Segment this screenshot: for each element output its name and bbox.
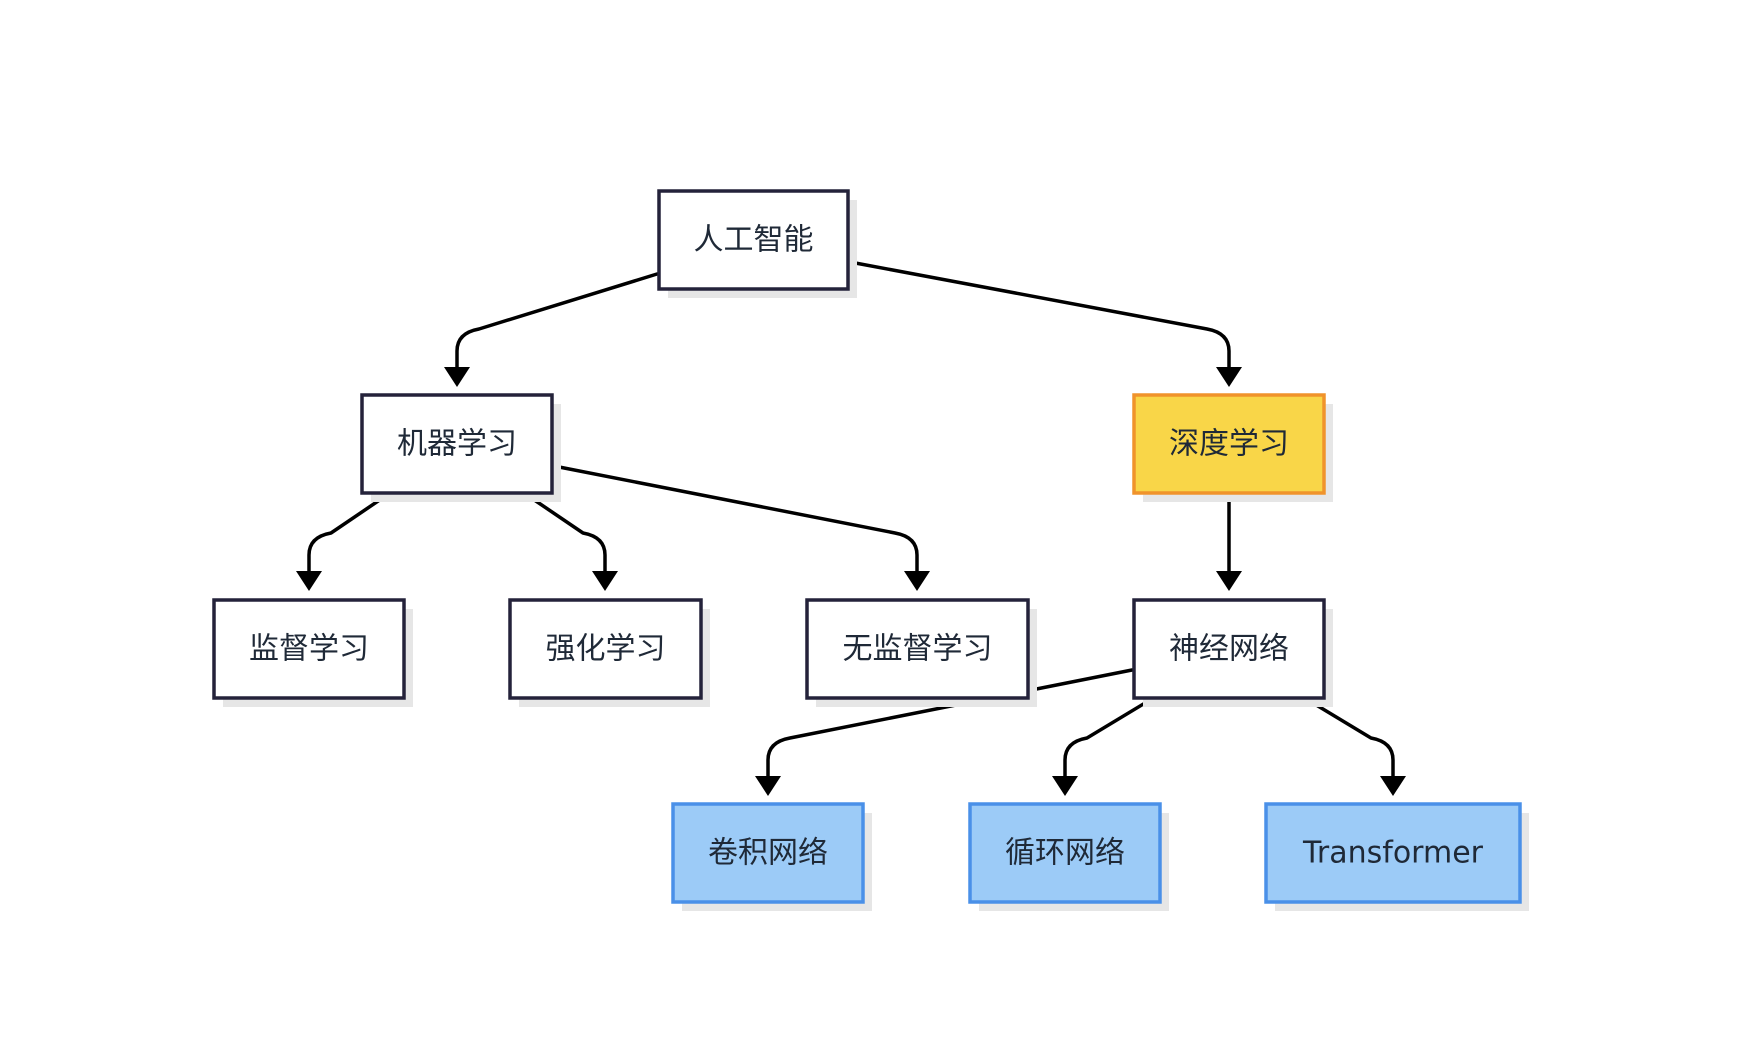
arrowhead-ml (444, 367, 470, 387)
node-box (657, 189, 850, 291)
edge-ml-to-reinforcement (525, 493, 607, 573)
arrowhead-rnn (1052, 776, 1078, 796)
edge-layer (296, 260, 1406, 796)
arrowhead-supervised (296, 571, 322, 591)
node-transformer: Transformer (1264, 802, 1529, 911)
node-label: 神经网络 (1169, 632, 1289, 667)
node-reinforcement: 强化学习 (508, 598, 710, 707)
arrowhead-unsupervised (904, 571, 930, 591)
node-box (671, 802, 865, 904)
node-unsupervised: 无监督学习 (805, 598, 1037, 707)
node-box (1132, 393, 1326, 495)
node-label: Transformer (1302, 836, 1484, 871)
node-box (1132, 598, 1326, 700)
node-label: 监督学习 (249, 632, 369, 667)
node-box (508, 598, 703, 700)
edge-nn-to-rnn (1063, 698, 1152, 778)
node-ai: 人工智能 (657, 189, 857, 298)
node-box (360, 393, 554, 495)
node-label: 循环网络 (1005, 836, 1125, 871)
edge-ai-to-dl (848, 260, 1231, 369)
node-label: 卷积网络 (708, 836, 828, 871)
edge-ai-to-ml (455, 272, 659, 369)
arrowhead-reinforcement (592, 571, 618, 591)
arrowhead-dl (1216, 367, 1242, 387)
node-box (968, 802, 1162, 904)
edge-nn-to-transformer (1306, 698, 1395, 778)
node-label: 机器学习 (397, 427, 517, 462)
edge-ml-to-supervised (307, 493, 389, 573)
node-label: 深度学习 (1169, 427, 1289, 462)
node-dl: 深度学习 (1132, 393, 1333, 502)
edge-ml-to-unsupervised (552, 464, 919, 573)
node-supervised: 监督学习 (212, 598, 413, 707)
node-box (805, 598, 1030, 700)
node-label: 无监督学习 (843, 632, 993, 667)
node-box (212, 598, 406, 700)
node-ml: 机器学习 (360, 393, 561, 502)
arrowhead-transformer (1380, 776, 1406, 796)
node-rnn: 循环网络 (968, 802, 1169, 911)
node-nn: 神经网络 (1132, 598, 1333, 707)
node-cnn: 卷积网络 (671, 802, 872, 911)
arrowhead-cnn (755, 776, 781, 796)
node-label: 人工智能 (694, 223, 814, 258)
node-box (1264, 802, 1522, 904)
edge-nn-to-cnn (766, 668, 1134, 778)
arrowhead-nn (1216, 571, 1242, 591)
node-label: 强化学习 (546, 632, 666, 667)
